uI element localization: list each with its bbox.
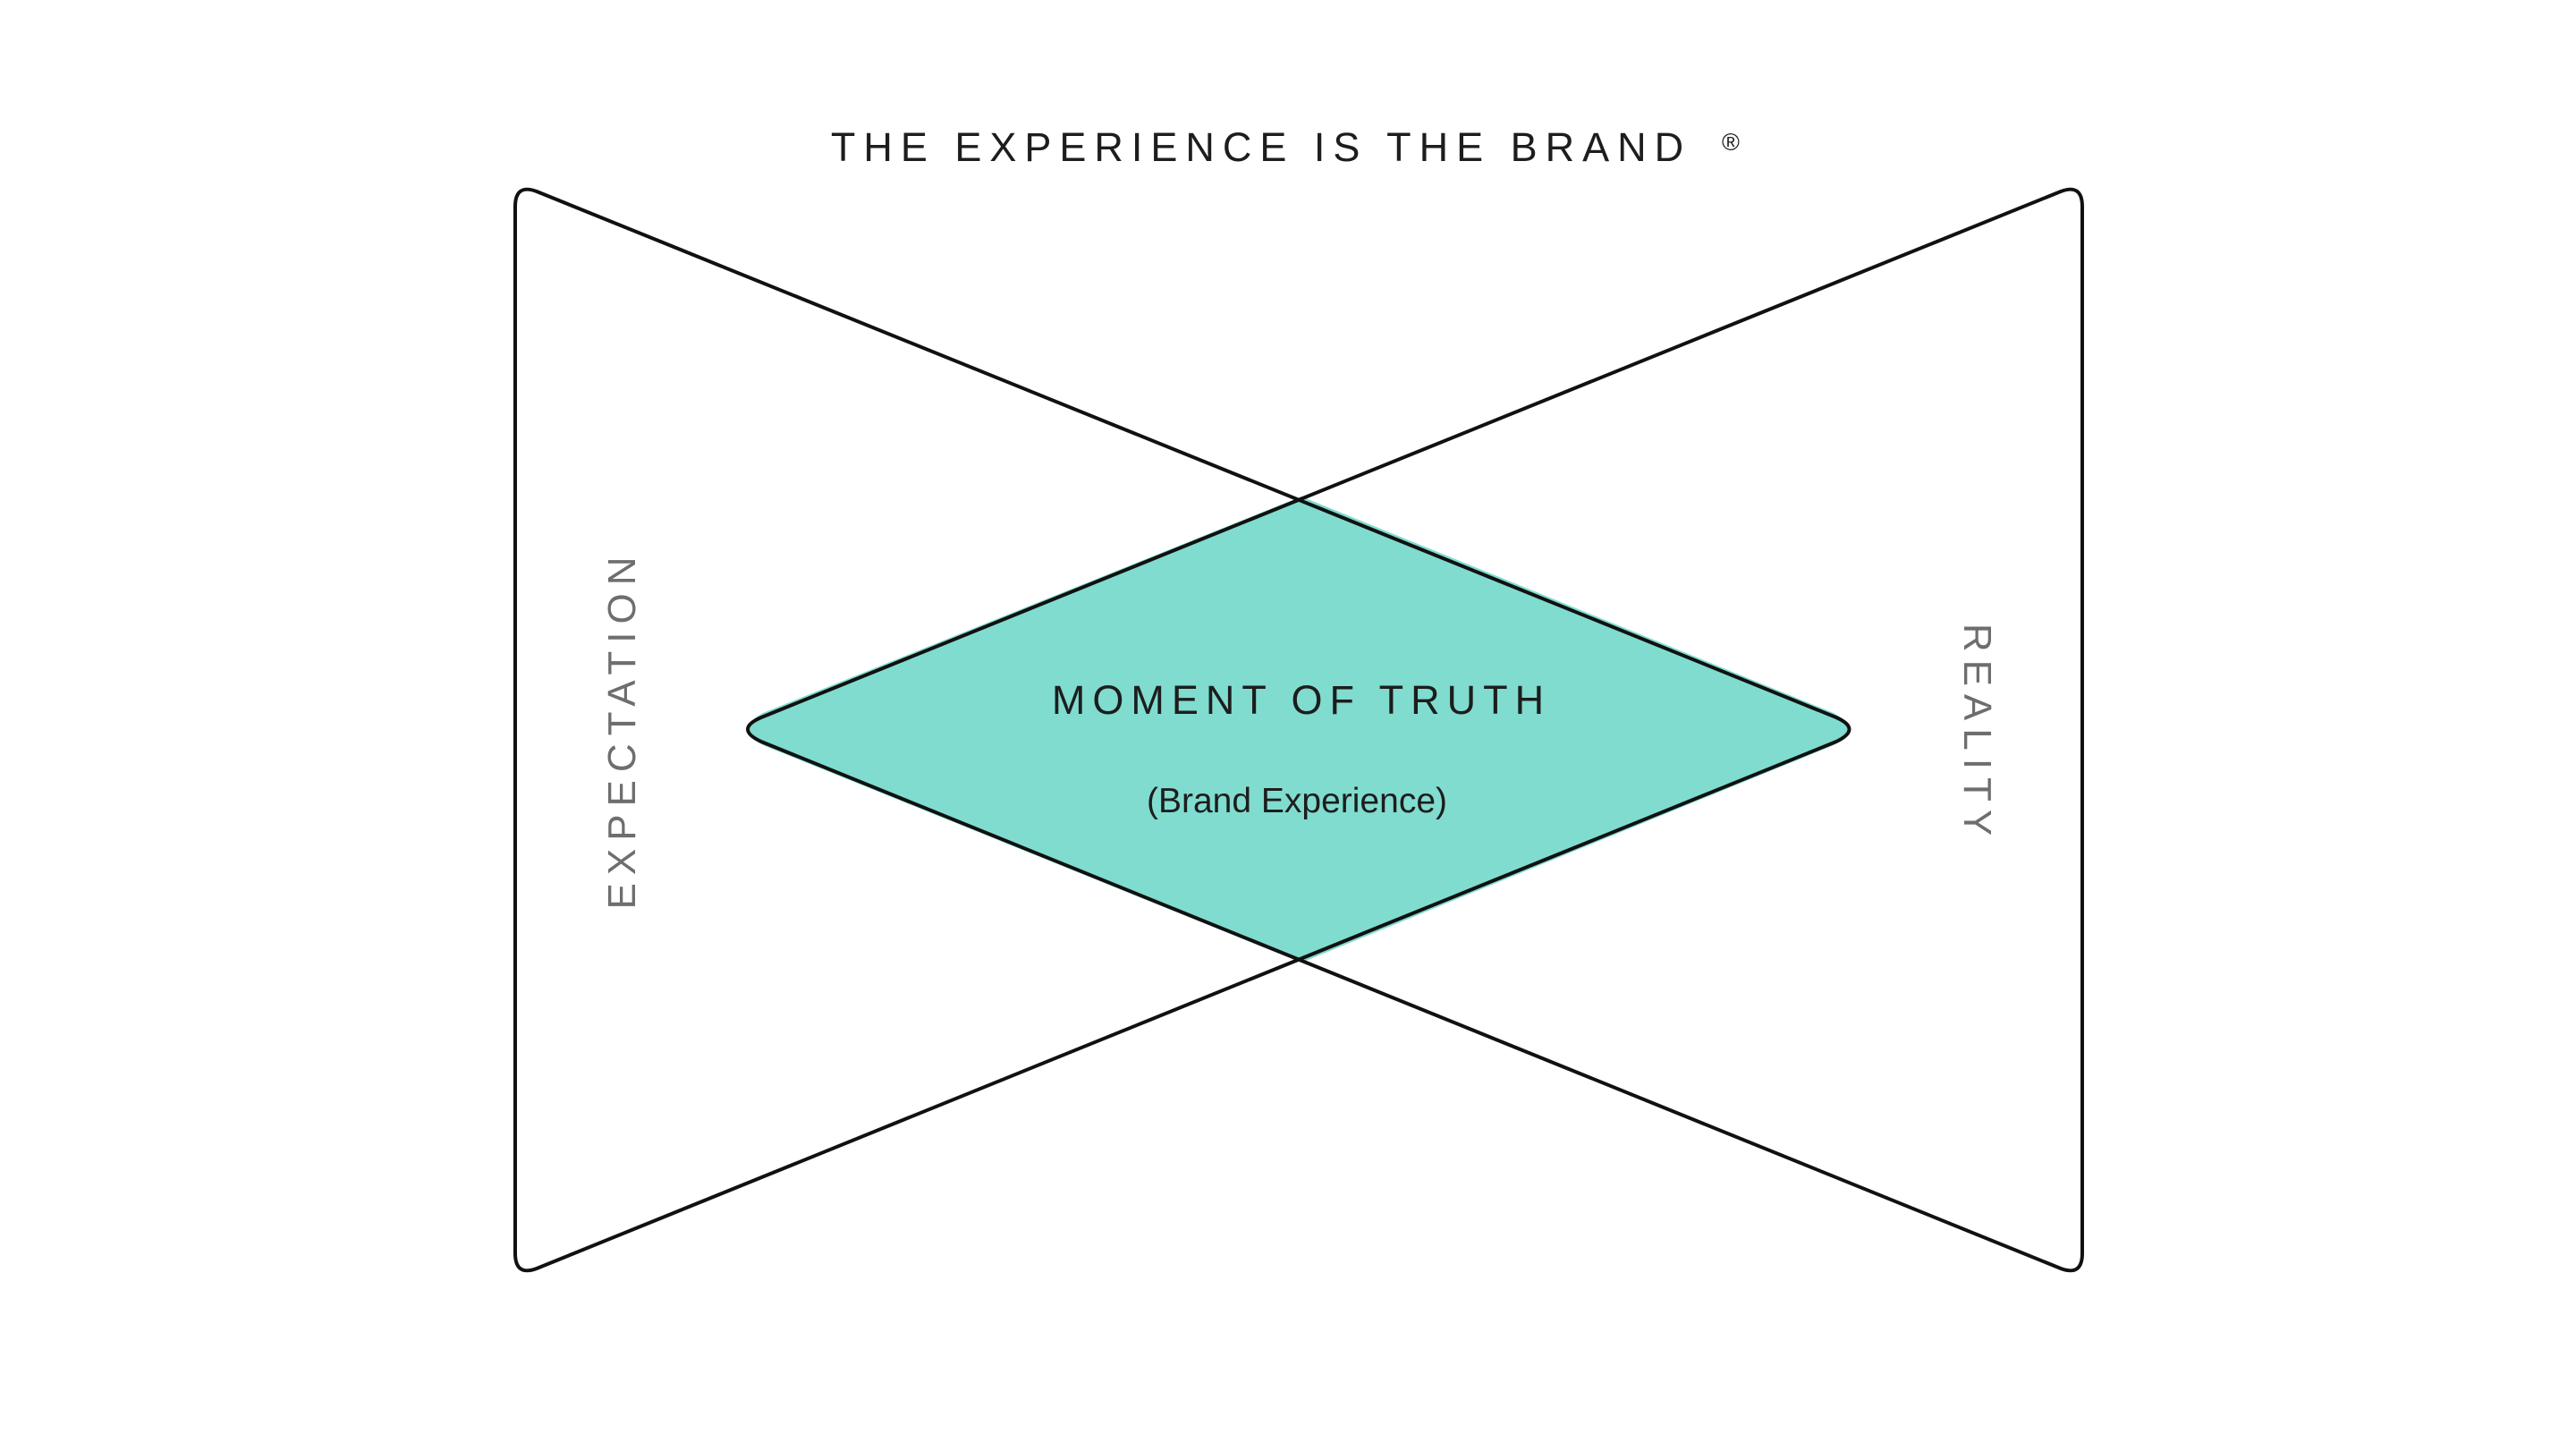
moment-of-truth-label: MOMENT OF TRUTH [1052,677,1551,723]
brand-experience-label: (Brand Experience) [1147,782,1447,820]
reality-shape [746,187,2084,1273]
expectation-shape [513,187,1852,1273]
moment-of-truth-region [748,496,1848,963]
reality-label: REALITY [1955,624,1999,844]
diagram-title: THE EXPERIENCE IS THE BRAND [831,124,1691,170]
registered-mark: ® [1722,129,1740,156]
expectation-label: EXPECTATION [600,549,644,910]
